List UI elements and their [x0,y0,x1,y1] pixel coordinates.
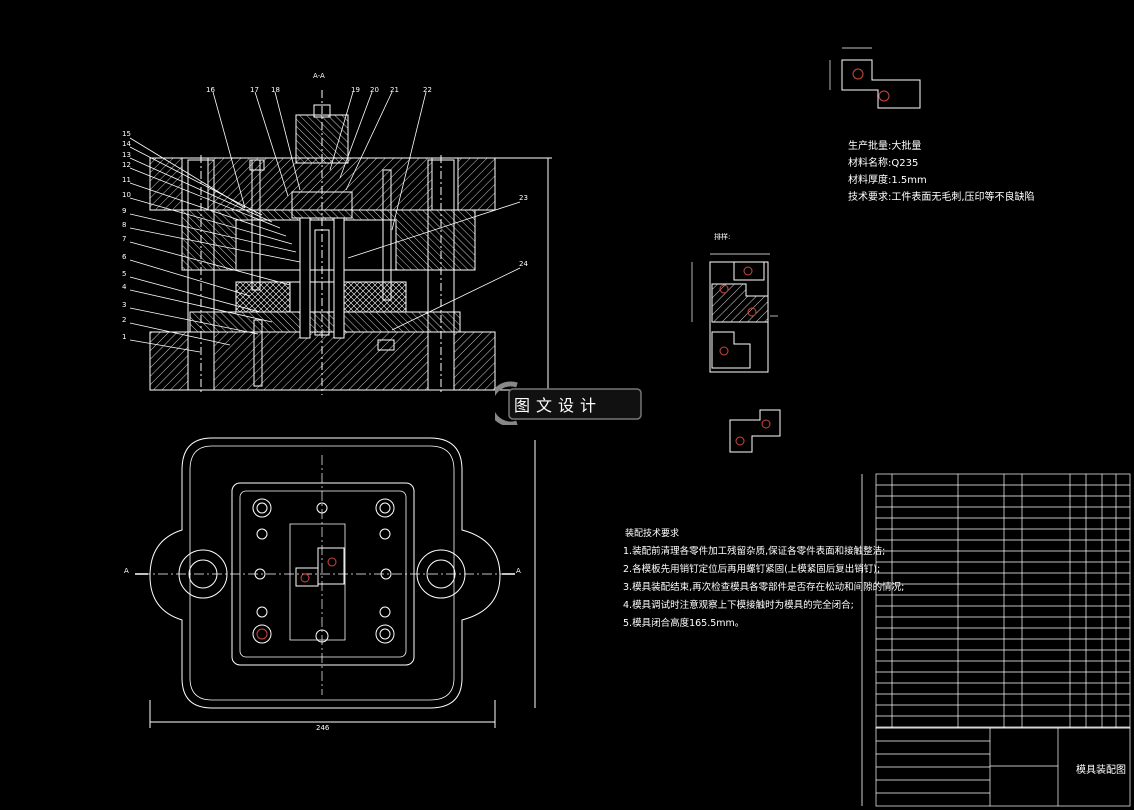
part-number-label: 7 [122,235,127,243]
section-title: A-A [313,72,325,80]
part-number-label: 9 [122,207,127,215]
part-detail [829,47,921,109]
section-marker-left: A [124,567,129,575]
part-number-label: 11 [122,176,131,184]
spec-requirement: 技术要求:工件表面无毛刺,压印等不良缺陷 [848,192,1035,203]
assembly-note-3: 3.模具装配结束,再次检查模具各零部件是否存在松动和间隙的情况; [623,582,905,593]
watermark-logo [495,381,642,425]
assembly-note-5: 5.模具闭合高度165.5mm。 [623,618,745,629]
part-number-label: 2 [122,316,127,324]
spec-batch: 生产批量:大批量 [848,141,922,152]
part-number-label: 19 [351,86,360,94]
base-width-dimension: 246 [316,724,330,732]
part-number-label: 15 [122,130,131,138]
part-number-label: 14 [122,140,131,148]
part-number-label: 4 [122,283,127,291]
assembly-note-1: 1.装配前清理各零件加工残留杂质,保证各零件表面和接触整洁; [623,546,886,557]
spec-material: 材料名称:Q235 [848,158,919,169]
strip-layout [691,253,781,453]
part-number-label: 13 [122,151,131,159]
section-view [129,90,552,395]
part-number-label: 20 [370,86,379,94]
part-number-label: 23 [519,194,528,202]
part-number-label: 18 [271,86,280,94]
spec-thickness: 材料厚度:1.5mm [848,175,927,186]
part-number-label: 16 [206,86,215,94]
bom-table [875,473,1131,729]
part-number-label: 5 [122,270,127,278]
part-number-label: 10 [122,191,131,199]
assembly-notes-title: 装配技术要求 [625,529,680,539]
part-number-label: 12 [122,161,131,169]
assembly-note-4: 4.模具调试时注意观察上下模接触时为模具的完全闭合; [623,600,854,611]
part-number-label: 22 [423,86,432,94]
part-number-label: 21 [390,86,399,94]
strip-layout-label: 排样: [714,233,731,241]
part-number-label: 3 [122,301,127,309]
watermark-text: 图文设计 [514,396,603,415]
part-number-label: 6 [122,253,127,261]
drawing-name: 模具装配图 [1076,765,1126,776]
section-marker-right: A [516,567,521,575]
part-number-label: 24 [519,260,528,268]
plan-view [135,437,536,728]
part-number-label: 8 [122,221,127,229]
title-block [875,727,1131,807]
part-number-label: 1 [122,333,127,341]
part-number-label: 17 [250,86,259,94]
assembly-note-2: 2.各模板先用销钉定位后再用螺钉紧固(上模紧固后复出销钉); [623,564,881,575]
